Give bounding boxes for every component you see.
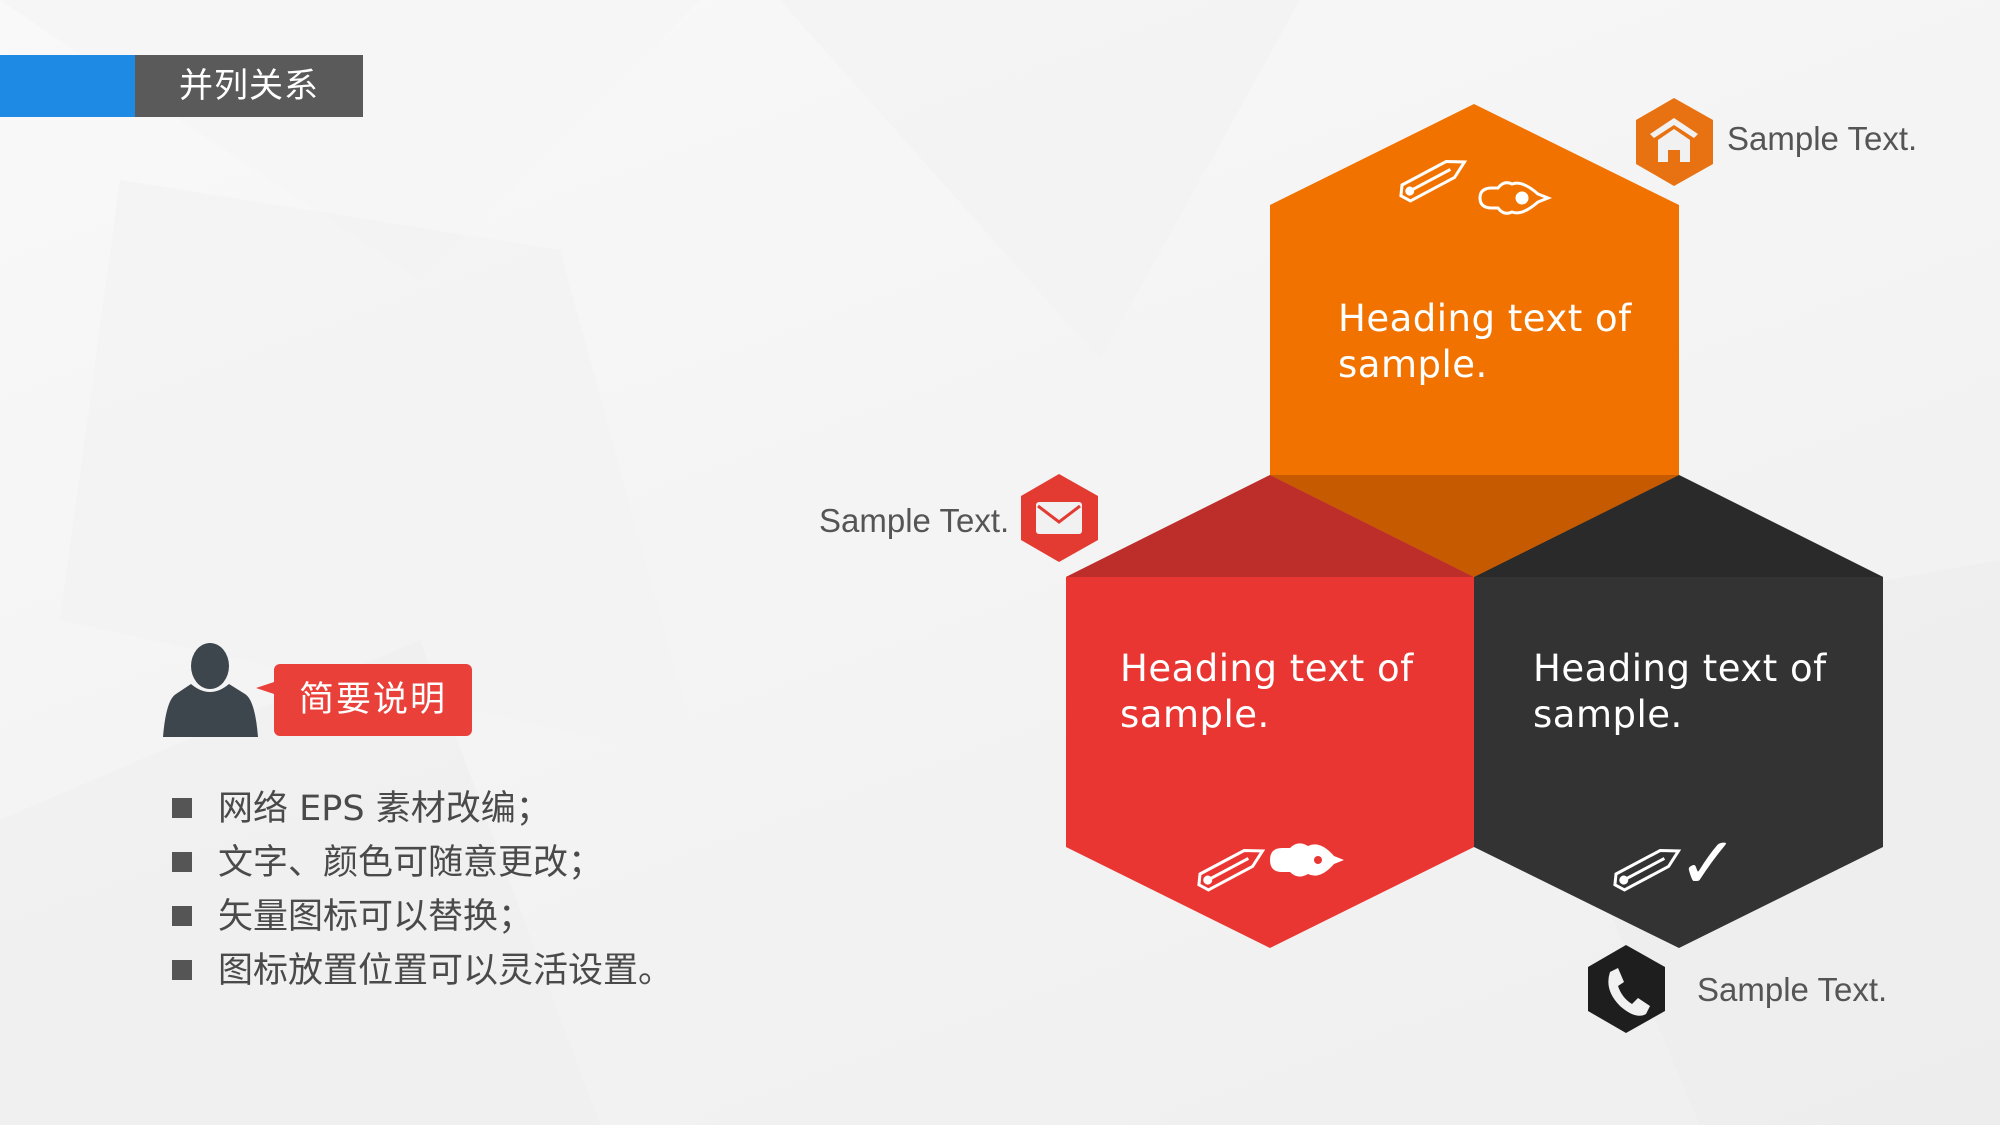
hexagon-top-heading: Heading text of sample. [1338,297,1632,386]
checkmark-icon: ✓ [1678,821,1738,905]
summary-label: 简要说明 [256,664,472,736]
bullet-square-icon [172,798,192,818]
bullet-item: 网络 EPS 素材改编； [170,782,673,836]
hexagon-right [1474,475,1883,948]
bullet-square-icon [172,906,192,926]
page-title: 并列关系 [135,55,363,117]
bullet-item: 文字、颜色可随意更改； [170,836,673,890]
pencil-icon [1197,849,1266,892]
mail-icon [1036,502,1082,534]
home-icon [1650,118,1698,162]
summary-bullets: 网络 EPS 素材改编； 文字、颜色可随意更改； 矢量图标可以替换； 图标放置位… [170,782,673,998]
person-icon [163,643,258,737]
hexagon-left [1066,475,1474,948]
hexagon-top [1270,104,1679,577]
bullet-square-icon [172,960,192,980]
title-accent-bar [0,55,135,117]
callout-home-text: Sample Text. [1727,120,1918,157]
callout-mail [1021,474,1098,562]
hexagon-left-heading: Heading text of sample. [1120,647,1414,736]
pencil-icon [1613,849,1682,892]
bullet-item: 图标放置位置可以灵活设置。 [170,944,673,998]
callout-phone [1588,945,1665,1033]
pencil-icon [1399,160,1468,203]
bullet-item: 矢量图标可以替换； [170,890,673,944]
pen-nib-icon [1478,181,1553,215]
callout-home [1636,98,1713,186]
callout-phone-text: Sample Text. [1697,971,1888,1008]
hexagon-right-heading: Heading text of sample. [1533,647,1827,736]
phone-icon [1608,968,1650,1016]
pen-nib-icon [1270,843,1344,877]
bullet-square-icon [172,852,192,872]
callout-mail-text: Sample Text. [819,502,1010,539]
